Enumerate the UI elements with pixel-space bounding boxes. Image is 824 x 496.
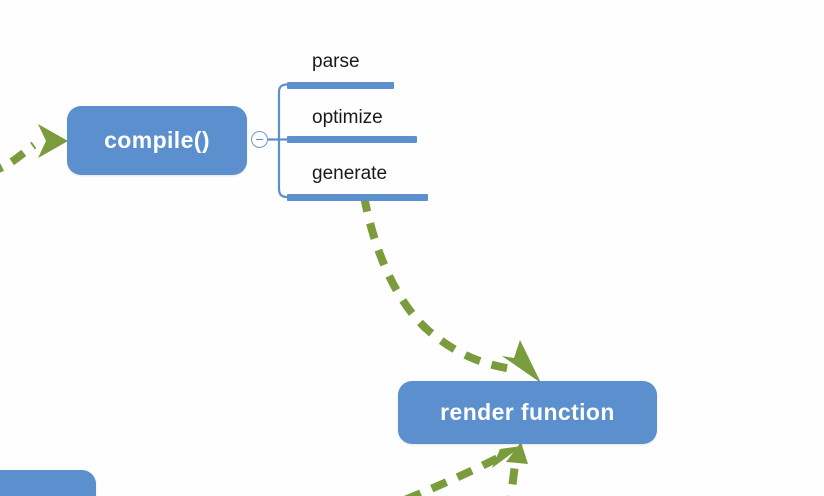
node-render-function[interactable]: render function	[398, 381, 657, 444]
branch-label-parse[interactable]: parse	[312, 51, 360, 72]
arrow-incoming-to-compile	[0, 124, 68, 173]
node-compile[interactable]: compile()	[67, 106, 247, 175]
arrow-render-inbound-bottom	[506, 442, 528, 496]
collapse-toggle-button[interactable]	[251, 131, 268, 148]
minus-icon	[256, 138, 263, 141]
branch-label-generate[interactable]: generate	[312, 163, 388, 184]
node-partial-bottom-left[interactable]	[0, 470, 96, 496]
arrow-render-inbound-left	[403, 446, 522, 496]
branch-label-optimize[interactable]: optimize	[312, 107, 383, 128]
arrow-generate-to-render	[360, 195, 541, 383]
branch-underline-optimize	[287, 136, 417, 143]
branch-underline-parse	[287, 82, 394, 89]
branch-underline-generate	[287, 194, 428, 201]
